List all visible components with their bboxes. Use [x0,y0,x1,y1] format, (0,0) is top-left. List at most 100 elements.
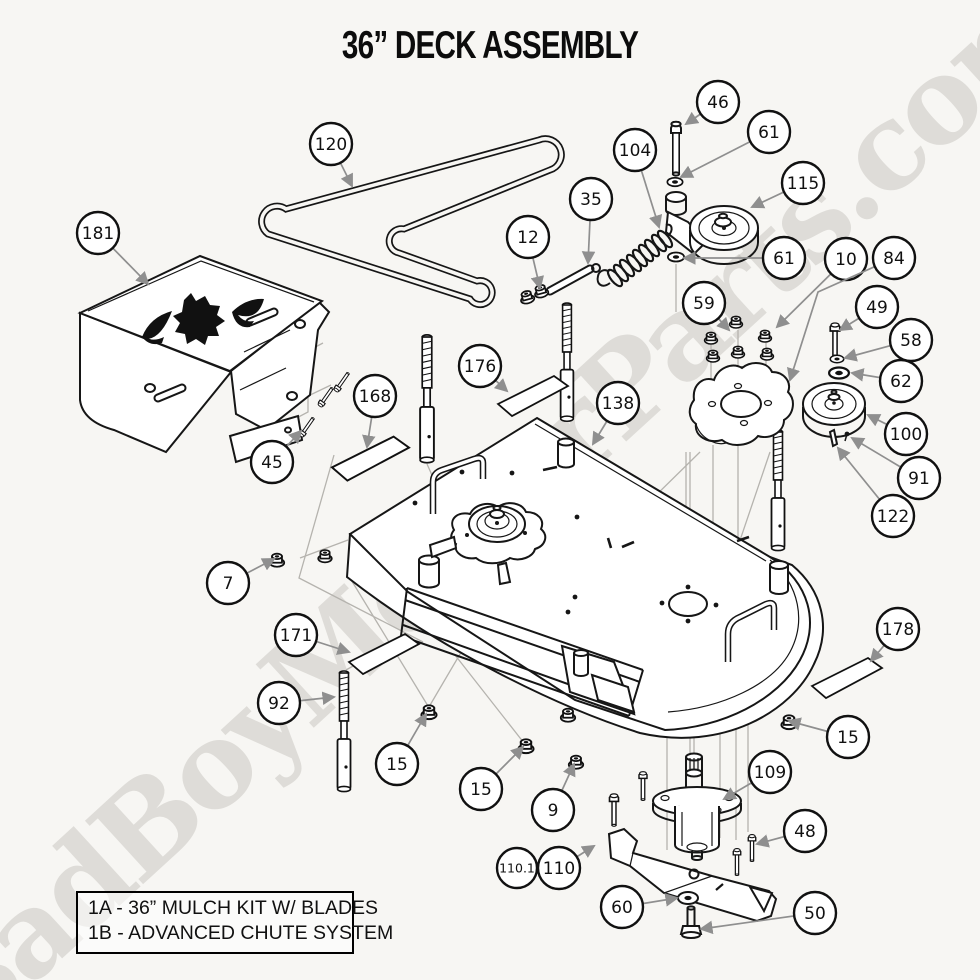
height-rod-left [419,333,435,464]
callout-120: 120 [308,121,354,167]
callout-15: 15 [825,714,871,760]
svg-text:58: 58 [900,331,922,351]
deck-plate [688,362,794,446]
svg-text:62: 62 [890,372,912,392]
link-nuts [518,282,551,306]
decal-168 [331,435,410,482]
callout-35: 35 [568,176,614,222]
decal-176 [497,375,569,417]
svg-text:45: 45 [261,453,283,473]
svg-text:109: 109 [754,763,786,783]
legend-box: 1A - 36” MULCH KIT W/ BLADES 1B - ADVANC… [76,891,394,954]
callout-59: 59 [681,280,727,326]
svg-text:12: 12 [517,228,539,248]
callout-15: 15 [458,766,504,812]
callout-110: 110 [536,845,582,891]
svg-text:15: 15 [386,755,408,775]
legend-line-2: 1B - ADVANCED CHUTE SYSTEM [88,922,394,945]
height-rod-mid [559,302,575,423]
callout-50: 50 [792,890,838,936]
callout-9: 9 [530,787,576,833]
callout-45: 45 [249,439,295,485]
callout-122: 122 [870,493,916,539]
svg-text:60: 60 [611,898,633,918]
svg-text:46: 46 [707,93,729,113]
callout-109: 109 [747,749,793,795]
svg-text:48: 48 [794,822,816,842]
blade-spindle [652,752,742,861]
tension-spring [596,223,674,288]
decal-178 [811,657,883,699]
callout-49: 49 [854,284,900,330]
svg-text:15: 15 [470,780,492,800]
callout-48: 48 [782,808,828,854]
svg-text:49: 49 [866,298,888,318]
svg-text:181: 181 [82,224,114,244]
svg-text:61: 61 [773,249,795,269]
callout-104: 104 [612,127,658,173]
blade-washer-60 [677,891,699,905]
callout-61: 61 [761,235,807,281]
blade-bolt-50 [679,905,703,939]
callout-171: 171 [273,612,319,658]
svg-text:92: 92 [268,694,290,714]
callout-178: 178 [875,606,921,652]
svg-text:168: 168 [359,387,391,407]
decal-171 [348,633,420,675]
callout-84: 84 [871,235,917,281]
callout-115: 115 [780,160,826,206]
drive-belt [258,135,565,309]
mower-blade [607,827,778,923]
svg-text:9: 9 [548,801,559,821]
callout-60: 60 [599,884,645,930]
badboy-logo [142,293,264,345]
svg-text:7: 7 [223,574,234,594]
diagram-title: 36” DECK ASSEMBLY [341,24,639,67]
callout-58: 58 [888,317,934,363]
svg-text:100: 100 [890,425,922,445]
svg-text:110: 110 [543,859,575,879]
callout-61: 61 [746,109,792,155]
svg-text:61: 61 [758,123,780,143]
callout-62: 62 [878,358,924,404]
set-screw-91 [844,431,850,442]
svg-text:104: 104 [619,141,651,161]
callout-181: 181 [75,210,121,256]
svg-text:110.1: 110.1 [499,861,535,876]
spring-link [545,263,601,296]
callout-100: 100 [883,411,929,457]
deck-shell [345,416,824,739]
svg-text:84: 84 [883,249,905,269]
svg-text:50: 50 [804,904,826,924]
callout-168: 168 [352,373,398,419]
callout-46: 46 [695,79,741,125]
svg-text:35: 35 [580,190,602,210]
callout-15: 15 [374,741,420,787]
callout-91: 91 [896,455,942,501]
legend-line-1: 1A - 36” MULCH KIT W/ BLADES [88,897,379,919]
svg-text:59: 59 [693,294,715,314]
svg-text:10: 10 [835,250,857,270]
callout-10: 10 [823,236,869,282]
discharge-chute [77,254,331,464]
svg-text:171: 171 [280,626,312,646]
leader-line-84 [787,257,895,382]
svg-text:176: 176 [464,357,496,377]
svg-text:15: 15 [837,728,859,748]
callout-176: 176 [457,343,503,389]
callout-12: 12 [505,214,551,260]
height-rod-right [770,429,786,552]
svg-text:122: 122 [877,507,909,527]
svg-text:138: 138 [602,394,634,414]
right-idler-group [802,322,866,448]
top-idler-assembly [664,120,759,265]
callout-110.1: 110.1 [495,846,539,890]
svg-text:120: 120 [315,135,347,155]
line-art [77,120,883,939]
callout-7: 7 [205,560,251,606]
callout-138: 138 [595,380,641,426]
clutch-assembly [428,502,547,586]
key-122 [828,428,839,448]
